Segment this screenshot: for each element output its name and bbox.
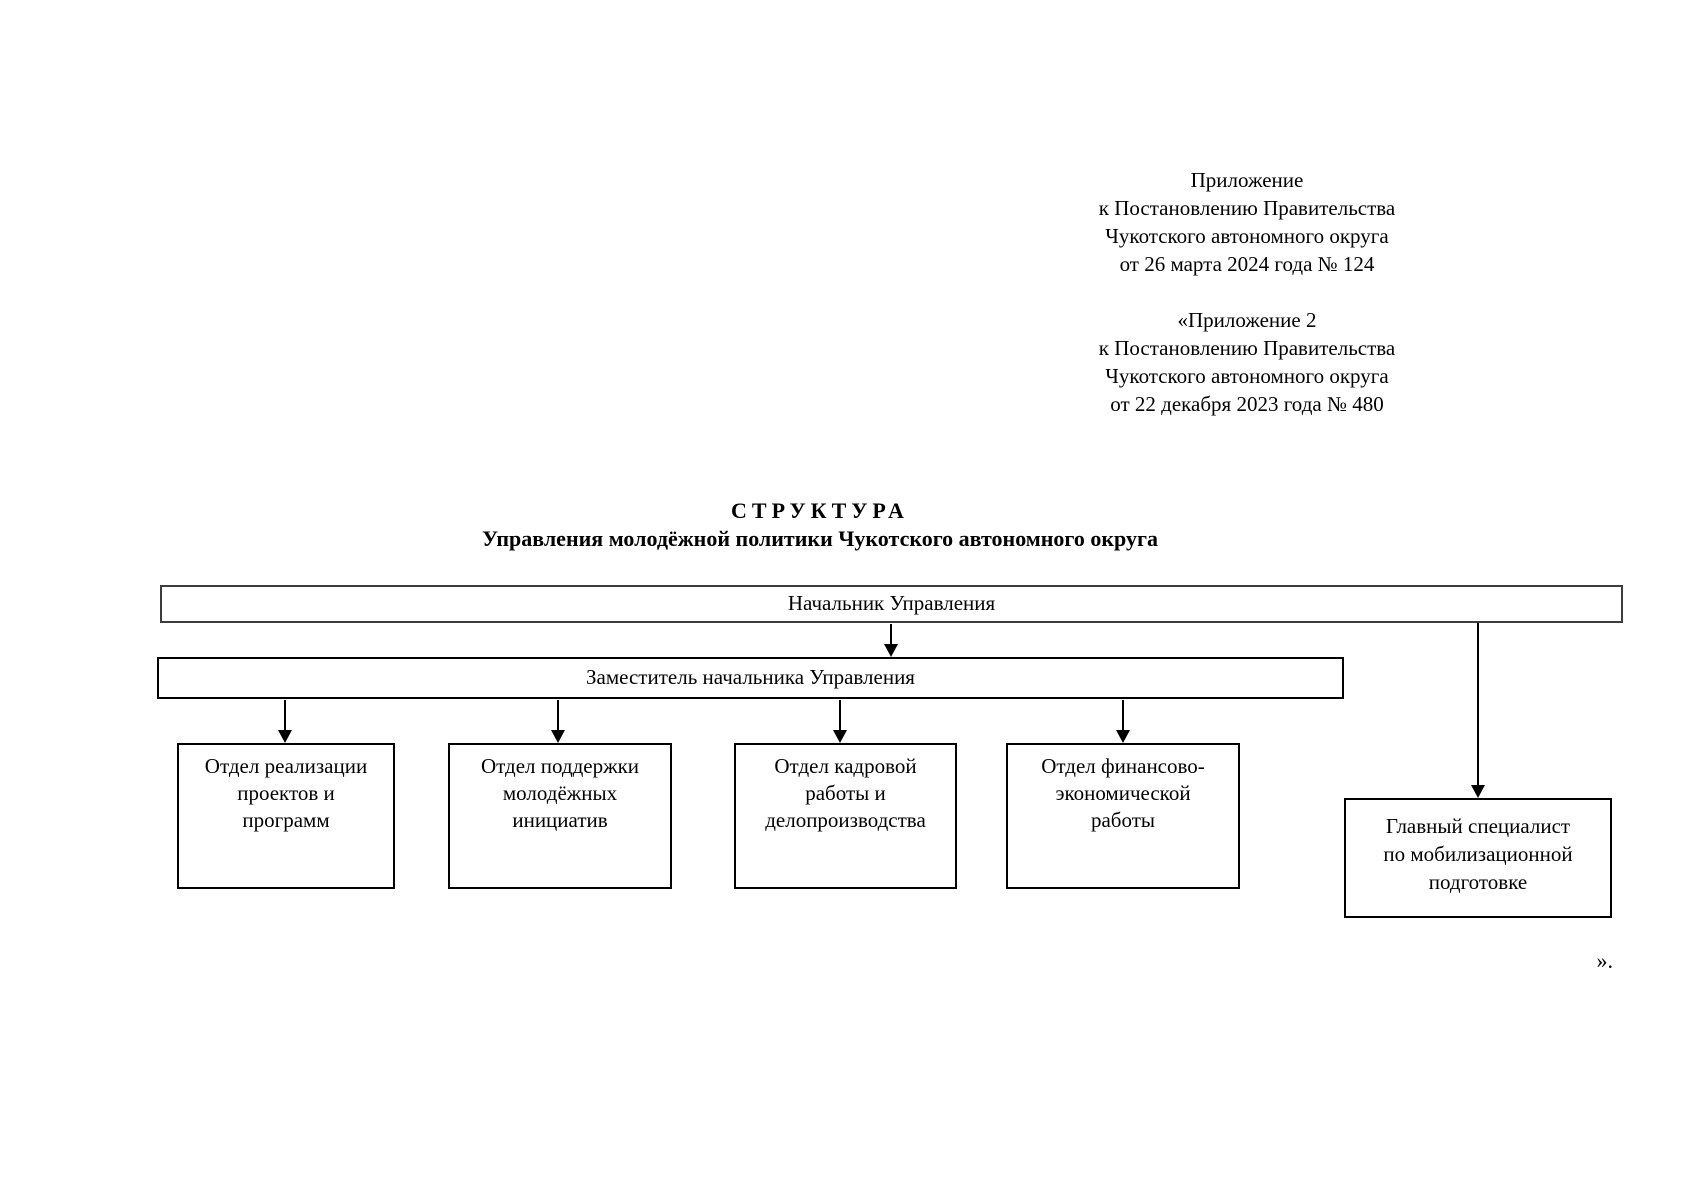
appendix-reference-secondary: «Приложение 2 к Постановлению Правительс… [1098, 308, 1396, 416]
arrow-down-icon [1116, 730, 1130, 743]
arrow-down-icon [278, 730, 292, 743]
page-subtitle: Управления молодёжной политики Чукотског… [482, 526, 1158, 551]
node-chief-specialist-mobilization: Главный специалист по мобилизационной по… [1344, 798, 1612, 918]
page-title: СТРУКТУРА [731, 498, 909, 523]
arrow-down-icon [1471, 785, 1485, 798]
node-dept-projects-programs: Отдел реализации проектов и программ [177, 743, 395, 889]
node-head-of-department: Начальник Управления [160, 585, 1623, 623]
node-dept-finance-economics: Отдел финансово- экономической работы [1006, 743, 1240, 889]
connector-line [284, 700, 286, 731]
title-block: СТРУКТУРА Управления молодёжной политики… [170, 497, 1470, 553]
closing-quote-mark: ». [1596, 948, 1614, 973]
connector-line [1122, 700, 1124, 731]
appendix-reference-primary: Приложение к Постановлению Правительства… [1098, 168, 1396, 276]
node-deputy-head: Заместитель начальника Управления [157, 657, 1344, 699]
connector-line [557, 700, 559, 731]
node-dept-hr-records: Отдел кадровой работы и делопроизводства [734, 743, 957, 889]
arrow-down-icon [884, 644, 898, 657]
arrow-down-icon [833, 730, 847, 743]
connector-line [890, 624, 892, 646]
node-dept-youth-initiatives: Отдел поддержки молодёжных инициатив [448, 743, 672, 889]
connector-line [839, 700, 841, 731]
arrow-down-icon [551, 730, 565, 743]
connector-line [1477, 623, 1479, 786]
